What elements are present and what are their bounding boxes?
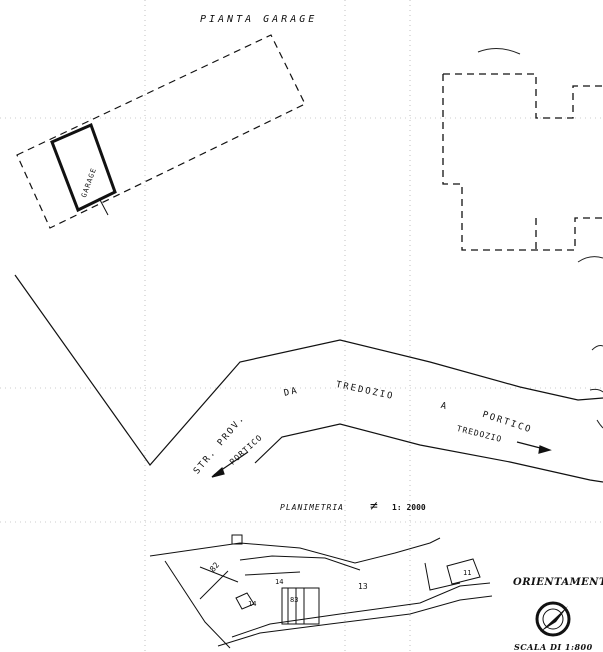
sketch-marks xyxy=(477,48,603,429)
orientation-label: ORIENTAMENTO xyxy=(513,577,603,588)
plot-number-11: 11 xyxy=(463,569,472,577)
road-lines xyxy=(14,274,603,483)
garage-footprint-dashed xyxy=(16,34,306,229)
plot-number-83: 83 xyxy=(290,596,299,604)
scale-label: SCALA DI 1:800 xyxy=(514,642,593,652)
plot-number-14b: 14 xyxy=(248,600,257,608)
planimetria-scale: 1: 2000 xyxy=(392,503,426,512)
scale-symbol: ≠ xyxy=(370,499,380,514)
plot-number-13: 13 xyxy=(358,582,368,591)
compass-rose xyxy=(535,601,571,637)
building-footprint-dashed xyxy=(442,73,603,251)
planimetria-label: PLANIMETRIA xyxy=(280,503,344,512)
plot-number-14: 14 xyxy=(275,578,284,586)
garage-outline xyxy=(50,122,117,216)
direction-arrows xyxy=(211,441,552,478)
garage-plan-title: PIANTA GARAGE xyxy=(200,14,318,25)
mini-site-plan xyxy=(149,534,493,649)
